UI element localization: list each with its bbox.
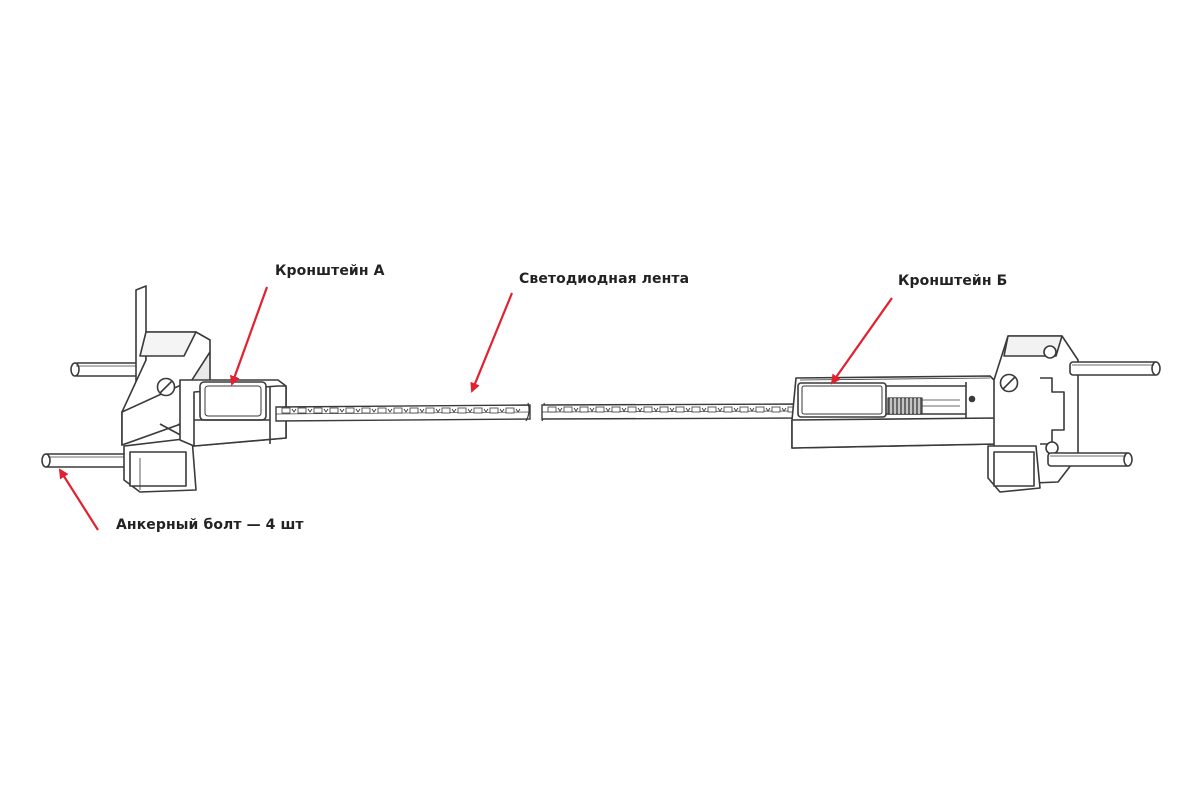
led-chip xyxy=(409,407,425,414)
label-anchor-bolt: Анкерный болт — 4 шт xyxy=(116,517,304,533)
led-chip xyxy=(425,407,441,414)
led-chip xyxy=(707,406,723,413)
led-chip xyxy=(329,407,345,414)
led-chip xyxy=(611,406,627,413)
led-chip xyxy=(281,407,297,414)
led-chip xyxy=(297,407,313,414)
led-chip xyxy=(393,407,409,414)
led-chip xyxy=(675,406,691,413)
led-chip xyxy=(361,407,377,414)
led-chip xyxy=(457,407,473,414)
label-bracket-b: Кронштейн Б xyxy=(898,273,1008,289)
led-chip xyxy=(489,407,505,414)
led-chips xyxy=(281,406,803,414)
led-chip xyxy=(563,406,579,413)
led-chip xyxy=(313,407,329,414)
arrow-bracket-b xyxy=(830,297,893,385)
led-strip-left-segment xyxy=(275,404,531,422)
led-chip xyxy=(691,406,707,413)
led-chip xyxy=(505,407,521,414)
label-led-strip: Светодиодная лента xyxy=(519,271,690,287)
led-strip xyxy=(275,402,803,422)
bracket-b-assembly xyxy=(791,335,1161,493)
anchor-bolt-lower-right xyxy=(1047,452,1133,467)
led-chip xyxy=(723,406,739,413)
led-chip xyxy=(473,407,489,414)
led-chip xyxy=(755,406,771,413)
led-chip xyxy=(659,406,675,413)
arrow-bracket-a xyxy=(230,286,269,386)
led-chip xyxy=(595,406,611,413)
anchor-bolt-lower-left xyxy=(41,453,135,468)
bracket-a-clip xyxy=(179,379,287,447)
anchor-bolt-upper-right xyxy=(1069,361,1161,376)
anchor-bolt-upper-left xyxy=(70,362,147,377)
bracket-b-body xyxy=(987,335,1079,493)
led-chip xyxy=(547,406,563,413)
tension-spring xyxy=(887,397,923,415)
led-chip xyxy=(441,407,457,414)
led-chip xyxy=(771,406,787,413)
led-chip xyxy=(579,406,595,413)
bracket-a-assembly xyxy=(41,285,287,493)
led-chip xyxy=(643,406,659,413)
arrow-led-strip xyxy=(470,292,514,393)
arrow-anchor-bolt xyxy=(58,468,99,531)
led-chip xyxy=(627,406,643,413)
led-chip xyxy=(739,406,755,413)
callout-arrows xyxy=(58,286,893,531)
bracket-a-body xyxy=(121,331,211,493)
led-chip xyxy=(377,407,393,414)
label-bracket-a: Кронштейн А xyxy=(275,263,385,279)
led-chip xyxy=(345,407,361,414)
